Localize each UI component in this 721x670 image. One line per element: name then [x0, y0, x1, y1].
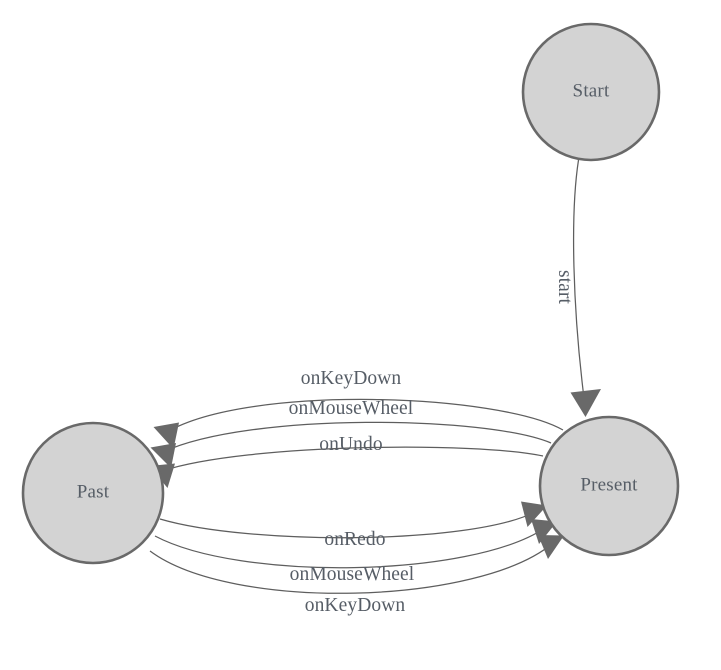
edge-past-to-present-onredo[interactable]: onRedo [159, 501, 547, 551]
edge-label-onkeydown-top: onKeyDown [301, 368, 402, 389]
edge-present-to-past-onkeydown[interactable]: onKeyDown [153, 368, 564, 449]
node-past-label: Past [77, 481, 110, 502]
edge-present-to-past-onmousewheel-path [162, 421, 552, 453]
edge-label-onkeydown-bottom: onKeyDown [305, 595, 406, 616]
edge-past-to-present-onmousewheel[interactable]: onMouseWheel [154, 519, 557, 585]
node-present-label: Present [580, 474, 638, 495]
edge-start-to-present[interactable]: start [554, 159, 601, 417]
edge-past-to-present-onmousewheel-arrowhead [531, 519, 557, 544]
edge-present-to-past-onkeydown-path [166, 398, 564, 433]
edge-label-start: start [554, 270, 575, 305]
edge-start-to-present-arrowhead [570, 389, 601, 417]
edge-present-to-past-onkeydown-arrowhead [153, 422, 179, 449]
node-start[interactable]: Start [521, 22, 661, 162]
edge-label-onmousewheel-bottom: onMouseWheel [290, 564, 415, 585]
edge-past-to-present-onmousewheel-path [154, 527, 546, 569]
edge-past-to-present-onkeydown[interactable]: onKeyDown [149, 535, 564, 616]
node-start-circle [521, 22, 661, 162]
node-past-circle [21, 421, 165, 565]
edge-present-to-past-onundo-path [161, 446, 544, 472]
node-past[interactable]: Past [21, 421, 165, 565]
edge-label-onmousewheel-top: onMouseWheel [289, 398, 414, 419]
edge-present-to-past-onmousewheel-arrowhead [150, 443, 176, 468]
node-start-label: Start [573, 80, 610, 101]
edge-present-to-past-onmousewheel[interactable]: onMouseWheel [150, 398, 552, 468]
edge-label-onundo: onUndo [319, 434, 382, 455]
edge-past-to-present-onredo-path [159, 511, 536, 539]
edge-start-to-present-path [572, 159, 585, 399]
edge-present-to-past-onundo[interactable]: onUndo [149, 434, 544, 488]
node-present-circle [538, 415, 680, 557]
node-present[interactable]: Present [538, 415, 680, 557]
edge-past-to-present-onkeydown-arrowhead [538, 535, 564, 559]
edge-label-onredo: onRedo [324, 529, 385, 550]
edge-past-to-present-onredo-arrowhead [521, 501, 547, 527]
edge-past-to-present-onkeydown-path [149, 542, 554, 594]
